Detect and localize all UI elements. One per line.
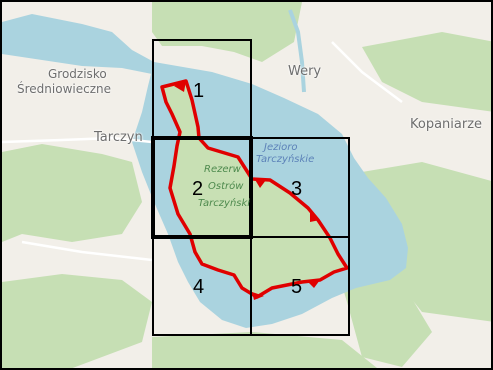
boundary-marker [174,81,186,92]
roads [2,41,403,262]
tile-2-frame [151,136,253,239]
forest-area [2,274,152,368]
road [331,41,403,103]
boundary-marker [307,280,320,288]
tile-4-label[interactable]: 4 [193,276,205,298]
tile-5-frame [250,236,350,336]
river [288,9,306,93]
place-label-kopaniarze: Kopaniarze [410,117,483,132]
boundary-marker [254,178,266,188]
place-label-sredniowieczne: Średniowieczne [17,82,111,96]
boundary-marker [310,210,320,222]
forest-area [152,2,302,62]
boundary-markers [174,81,320,300]
lake-north-west [2,14,154,74]
tile-grid [151,39,350,336]
reserve-label-line1: Rezerw [204,164,241,175]
boundary-marker [252,292,264,300]
tile-5-label[interactable]: 5 [291,276,303,298]
tile-3-label[interactable]: 3 [291,178,303,200]
reserve-island [162,81,347,297]
tile-1-label[interactable]: 1 [193,80,205,102]
lake-label-line2: Tarczyńskie [256,154,315,165]
forest-area [362,162,491,322]
road [21,240,153,262]
place-label-tarczyn: Tarczyn [94,130,143,145]
tile-2-label[interactable]: 2 [192,178,204,200]
lake-label-line1: Jezioro [264,142,298,153]
reserve-label-line2: Ostrów [208,181,244,192]
forest-area [2,144,142,242]
place-label-grodzisko: Grodzisko [48,67,107,81]
reserve-label-line3: Tarczyński [198,198,251,209]
road [2,136,153,144]
forest-area [362,32,491,112]
place-label-wery: Wery [288,64,322,79]
forest-area [152,332,377,368]
